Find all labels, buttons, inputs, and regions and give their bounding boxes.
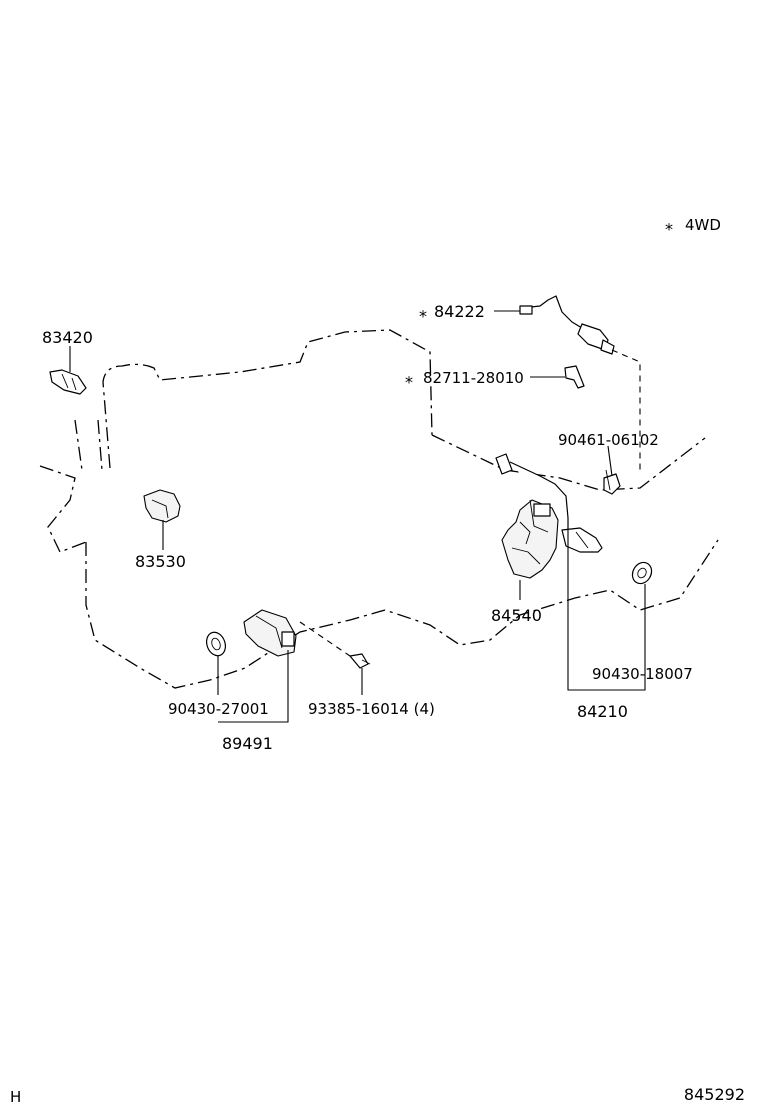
label-90430-18007: 90430-18007 — [592, 665, 693, 683]
legend-4wd-text: 4WD — [685, 216, 721, 234]
part-93385-bolt — [349, 653, 371, 669]
part-84222-sensor — [519, 295, 615, 355]
part-90430-18007-gasket — [631, 561, 653, 585]
label-84222-mark: ⁎ — [419, 302, 427, 321]
part-83420-sender — [49, 369, 87, 395]
part-90430-27001-gasket — [205, 631, 227, 657]
label-83420: 83420 — [42, 328, 93, 347]
footer-left-code: H — [10, 1088, 21, 1106]
legend-4wd-mark: ⁎ — [665, 215, 673, 234]
part-84540-switch — [501, 499, 559, 579]
label-84540: 84540 — [491, 606, 542, 625]
part-89491-sensor — [243, 609, 297, 657]
label-84222: 84222 — [434, 302, 485, 321]
footer-figure-number: 845292 — [684, 1085, 745, 1104]
label-82711: 82711-28010 — [423, 369, 524, 387]
label-90461: 90461-06102 — [558, 431, 659, 449]
label-84210: 84210 — [577, 702, 628, 721]
label-93385: 93385-16014 (4) — [308, 700, 435, 718]
label-82711-mark: ⁎ — [405, 368, 413, 387]
label-83530: 83530 — [135, 552, 186, 571]
part-83530-switch — [143, 489, 181, 523]
label-89491: 89491 — [222, 734, 273, 753]
label-90430-27001: 90430-27001 — [168, 700, 269, 718]
engine-outline — [39, 329, 719, 689]
leader-lines — [69, 310, 646, 723]
part-90461-clip — [603, 469, 621, 495]
part-82711-clamp — [564, 365, 585, 389]
